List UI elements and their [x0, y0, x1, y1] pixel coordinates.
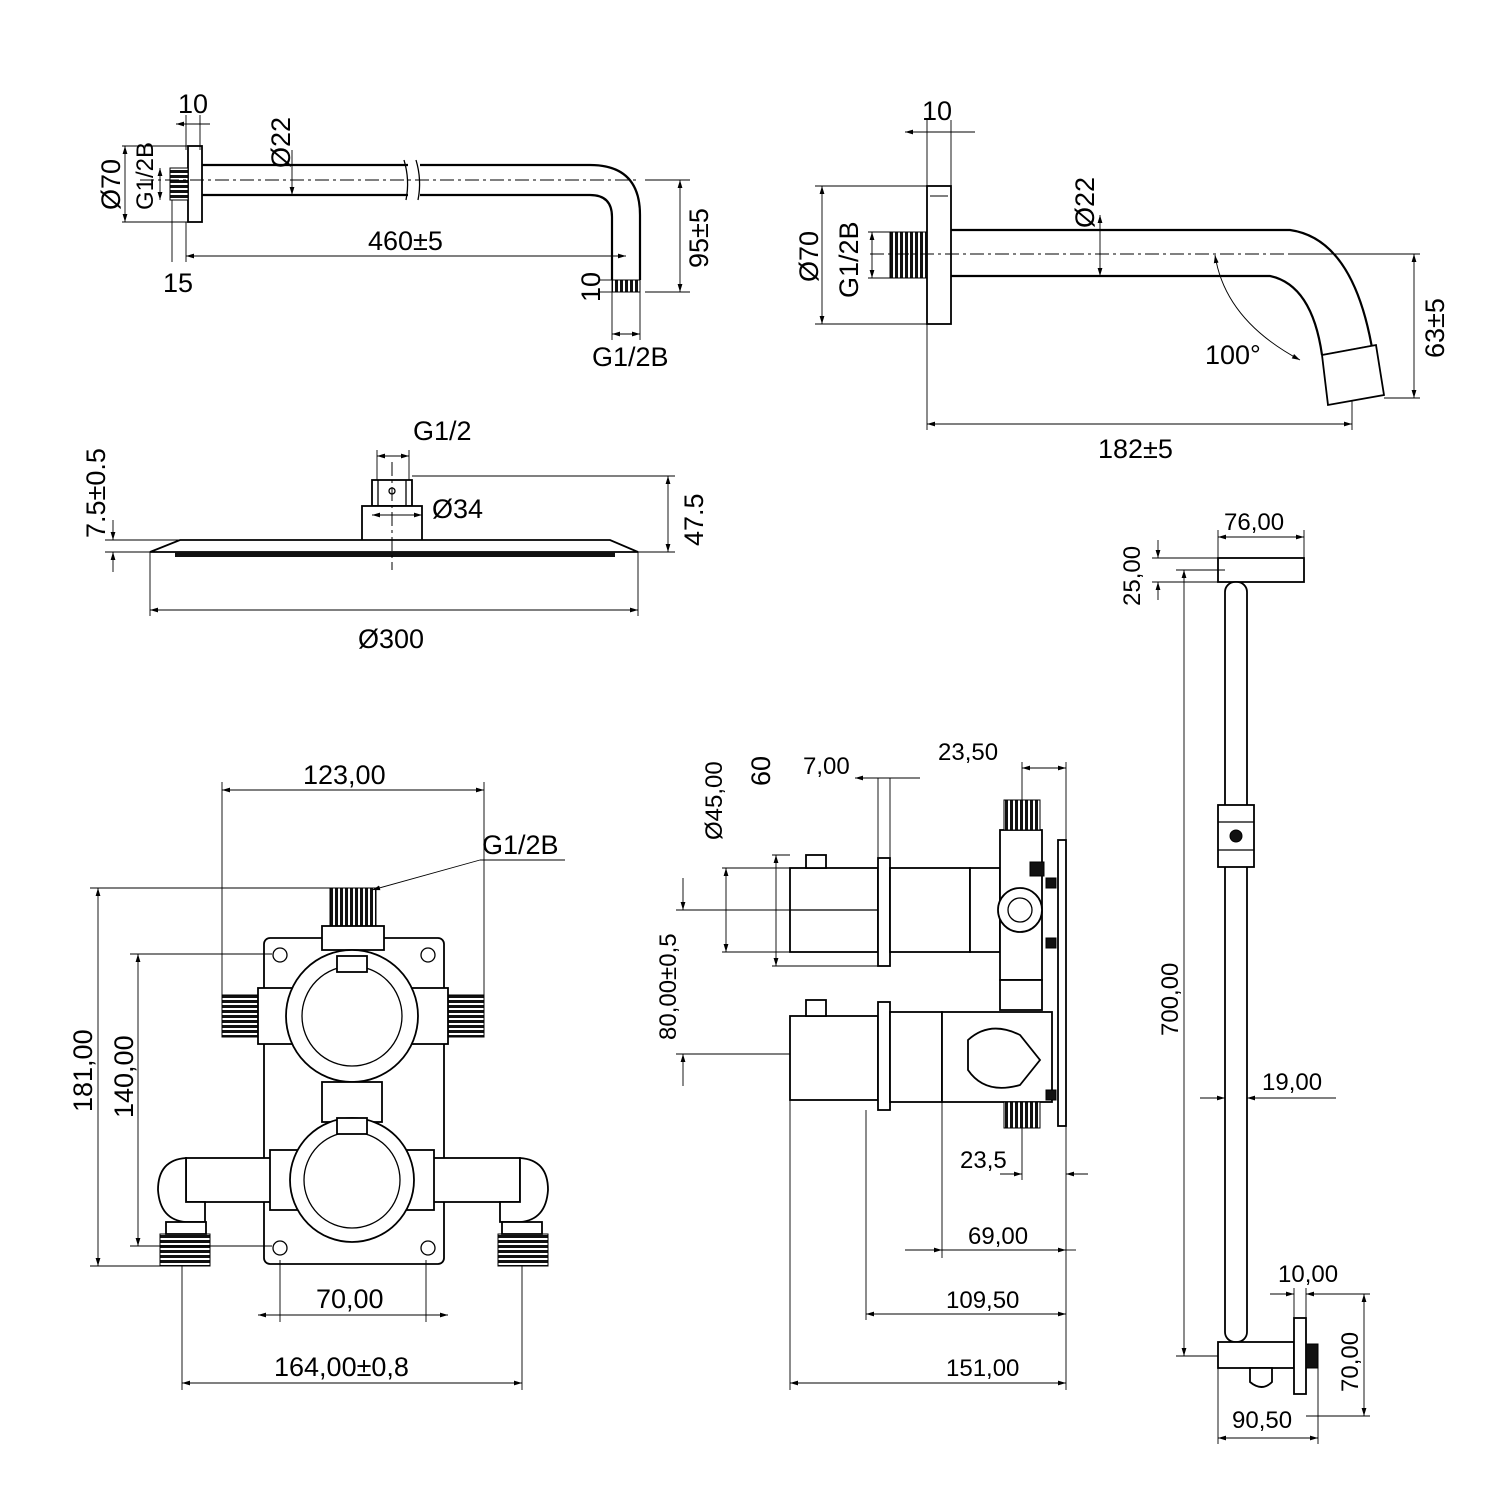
shower-arm-view: 10 Ø22 Ø70 G1/2B 15 460±5 95±5 10 G1/2B	[96, 89, 714, 372]
arm-offset-dim: 15	[163, 268, 193, 298]
spout-view: 10 Ø22 Ø70 G1/2B 100° 63±5 182±5	[794, 96, 1450, 464]
spout-drop-dim: 63±5	[1420, 298, 1450, 358]
valve-side-view: 60 Ø45,00 7,00 23,50 80,00±0,5 23,5 69,0…	[655, 739, 1088, 1390]
head-connector-dia: Ø34	[432, 494, 483, 524]
arm-outlet-length: 10	[576, 272, 606, 302]
valve-side-depth-body: 69,00	[968, 1223, 1028, 1250]
valve-side-flange-thickness: 7,00	[803, 753, 850, 780]
valve-front-width-total: 164,00±0,8	[274, 1352, 409, 1382]
spout-pipe-dia: Ø22	[1070, 177, 1100, 228]
spout-flange-dim: 10	[922, 96, 952, 126]
valve-side-depth-mid: 109,50	[946, 1287, 1019, 1314]
spout-angle: 100°	[1205, 340, 1261, 370]
arm-flange-dim: 10	[178, 89, 208, 119]
riser-outlet-depth: 90,50	[1232, 1407, 1292, 1434]
valve-side-top-offset: 23,50	[938, 739, 998, 766]
valve-front-thread: G1/2B	[482, 830, 559, 860]
spout-inlet-thread: G1/2B	[834, 221, 864, 298]
head-thread: G1/2	[413, 416, 472, 446]
riser-top-width: 76,00	[1224, 509, 1284, 536]
spout-flange-dia: Ø70	[794, 231, 824, 282]
nozzle-row	[175, 552, 615, 557]
valve-side-handle-dia: Ø45,00	[701, 761, 728, 840]
arm-outlet-thread: G1/2B	[592, 342, 669, 372]
riser-length: 700,00	[1157, 963, 1184, 1036]
arm-drop-dim: 95±5	[684, 208, 714, 268]
shower-head-view: G1/2 Ø34 7.5±0.5 47.5 Ø300	[81, 416, 709, 654]
head-plate-thickness: 7.5±0.5	[81, 448, 111, 538]
arm-length-dim: 460±5	[368, 226, 443, 256]
riser-rail-dia: 19,00	[1262, 1069, 1322, 1096]
valve-front-width-outlets: 123,00	[303, 760, 386, 790]
valve-front-view: 123,00 G1/2B 181,00 140,00 70,00 164,00±…	[68, 760, 565, 1390]
valve-side-handle-spacing: 80,00±0,5	[655, 933, 682, 1040]
riser-outlet-thickness: 10,00	[1278, 1261, 1338, 1288]
arm-flange-dia: Ø70	[96, 159, 126, 210]
arm-inlet-thread: G1/2B	[132, 142, 159, 210]
spout-projection-dim: 182±5	[1098, 434, 1173, 464]
valve-side-handle-length: 60	[746, 756, 776, 786]
riser-rail-view: 76,00 25,00 700,00 19,00 10,00 70,00 90,…	[1119, 509, 1370, 1444]
valve-front-hole-spacing: 70,00	[316, 1284, 384, 1314]
head-height-dim: 47.5	[679, 493, 709, 546]
valve-side-depth-total: 151,00	[946, 1355, 1019, 1382]
valve-front-height-total: 181,00	[68, 1029, 98, 1112]
valve-front-height-inner: 140,00	[109, 1035, 139, 1118]
valve-side-bottom-offset: 23,5	[960, 1147, 1007, 1174]
head-diameter-dim: Ø300	[358, 624, 424, 654]
arm-pipe-dia: Ø22	[266, 117, 296, 168]
riser-top-height: 25,00	[1119, 546, 1146, 606]
riser-outlet-height: 70,00	[1337, 1332, 1364, 1392]
